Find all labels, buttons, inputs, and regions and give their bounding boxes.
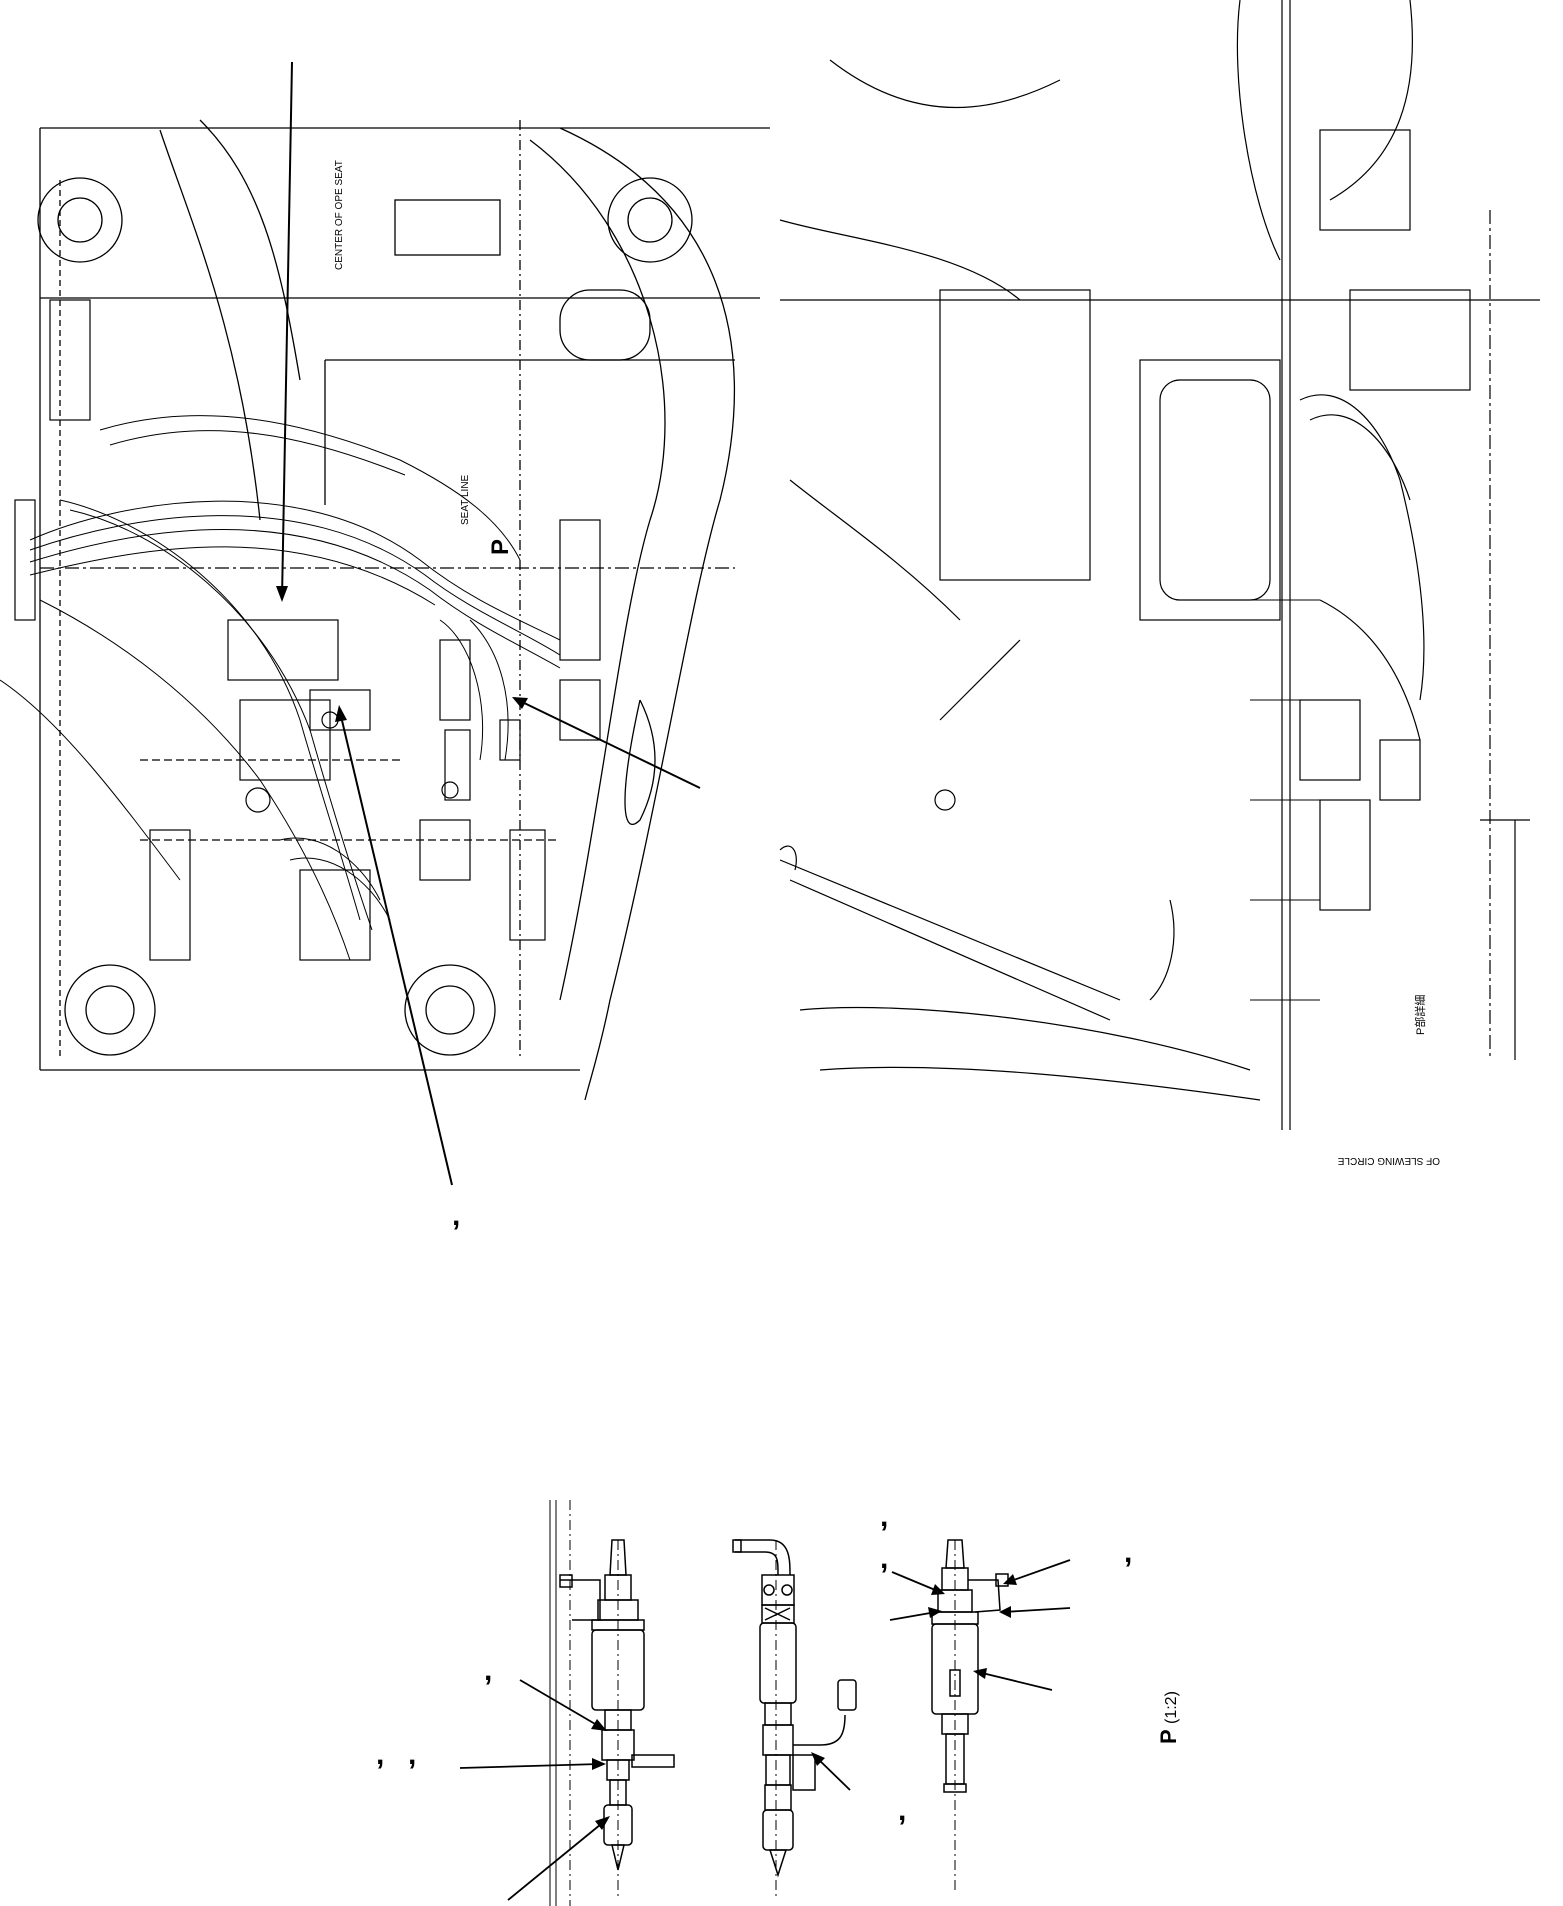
comma-6: , bbox=[880, 1542, 888, 1575]
detail-component-b bbox=[732, 1539, 857, 1900]
seat-line-text: SEAT LINE bbox=[460, 474, 471, 525]
detail-frame-lines bbox=[549, 1500, 571, 1906]
view-letter-p: P bbox=[487, 539, 514, 555]
left-view-frame bbox=[37, 119, 770, 1101]
left-view-hoses bbox=[0, 415, 561, 961]
slewing-circle-text: OF SLEWING CIRCLE bbox=[1337, 1155, 1440, 1166]
center-of-ope-seat-text: CENTER OF OPE SEAT bbox=[334, 160, 345, 270]
detail-leader-lines bbox=[459, 1559, 1071, 1901]
detail-component-a bbox=[559, 1539, 675, 1900]
comma-8: , bbox=[898, 1794, 906, 1827]
top-leader-lines bbox=[276, 61, 701, 1186]
comma-5: , bbox=[880, 1500, 888, 1533]
comma-1: , bbox=[452, 1199, 460, 1232]
right-detail-note: P部詳細 bbox=[1413, 995, 1427, 1035]
detail-view-letter: P bbox=[1156, 1729, 1181, 1744]
right-view-frame bbox=[779, 0, 1540, 1130]
detail-view-label: P (1:2) bbox=[1156, 1691, 1181, 1744]
comma-7: , bbox=[1124, 1536, 1132, 1569]
comma-3: , bbox=[376, 1738, 384, 1771]
right-view-tick-marks bbox=[1250, 599, 1320, 1001]
comma-4: , bbox=[408, 1738, 416, 1771]
comma-2: , bbox=[484, 1654, 492, 1687]
left-view-components bbox=[14, 299, 601, 961]
detail-view-scale: (1:2) bbox=[1163, 1691, 1180, 1724]
detail-component-c bbox=[931, 1539, 1009, 1890]
